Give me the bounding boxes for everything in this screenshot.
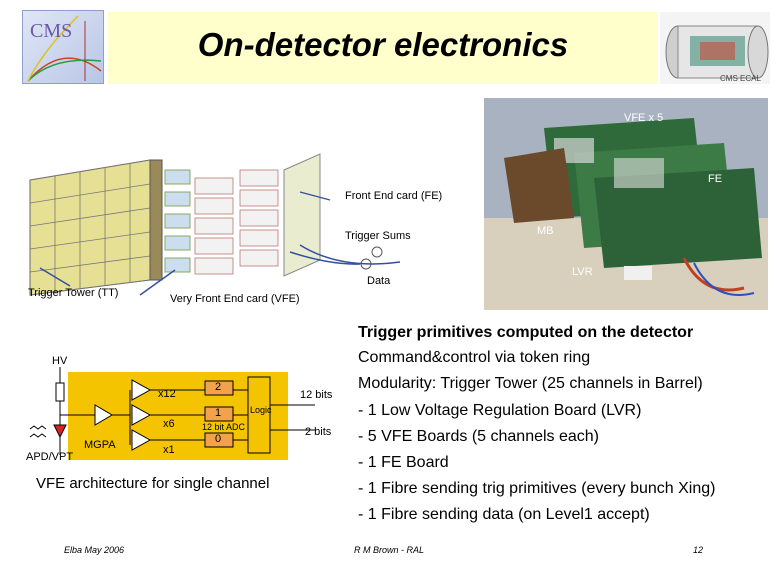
bits-2-label: 2 bits xyxy=(305,426,332,438)
electronics-photo xyxy=(484,98,768,310)
title-band xyxy=(108,12,658,84)
trigger-tower-diagram xyxy=(29,153,401,296)
ecal-label: CMS ECAL xyxy=(720,74,761,83)
cms-logo-graphic xyxy=(27,15,102,82)
panel-line: - 5 VFE Boards (5 channels each) xyxy=(358,428,600,445)
gain-x1-label: x1 xyxy=(163,444,175,456)
vfe-photo-label: VFE x 5 xyxy=(624,112,664,124)
page-title: On-detector electronics xyxy=(197,26,569,63)
gain-x6-label: x6 xyxy=(163,418,175,430)
vfe-architecture-diagram xyxy=(29,367,315,455)
apd-vpt-label: APD/VPT xyxy=(26,451,74,463)
vfe-caption: VFE architecture for single channel xyxy=(36,475,270,492)
hv-label: HV xyxy=(52,355,68,367)
panel-line: - 1 FE Board xyxy=(358,454,449,471)
cms-ecal-image xyxy=(660,12,770,84)
adc-register-0: 0 xyxy=(215,433,222,445)
cms-logo xyxy=(22,10,104,84)
bits-12-label: 12 bits xyxy=(300,389,333,401)
mgpa-label: MGPA xyxy=(84,439,116,451)
footer-left: Elba May 2006 xyxy=(64,545,125,555)
trigger-sums-label: Trigger Sums xyxy=(345,230,411,242)
adc-register-2: 2 xyxy=(215,381,222,393)
fe-photo-label: FE xyxy=(708,173,723,185)
panel-line: - 1 Fibre sending data (on Level1 accept… xyxy=(358,506,650,523)
cms-ecal-graphic xyxy=(665,25,769,79)
logic-label: Logic xyxy=(250,405,272,415)
panel-line: - 1 Low Voltage Regulation Board (LVR) xyxy=(358,402,642,419)
cms-logo-text: CMS xyxy=(30,20,73,42)
very-front-end-label: Very Front End card (VFE) xyxy=(170,293,300,305)
gain-x12-label: x12 xyxy=(158,388,176,400)
panel-line: Modularity: Trigger Tower (25 channels i… xyxy=(358,375,703,392)
panel-line: Command&control via token ring xyxy=(358,349,591,366)
data-label: Data xyxy=(367,275,391,287)
adc-label: 12 bit ADC xyxy=(202,422,246,432)
mb-photo-label: MB xyxy=(537,225,554,237)
electronics-photo-graphic xyxy=(484,98,768,310)
adc-register-1: 1 xyxy=(215,407,222,419)
trigger-tower-label: Trigger Tower (TT) xyxy=(28,287,119,299)
footer-center: R M Brown - RAL xyxy=(354,545,425,555)
panel-title: Trigger primitives computed on the detec… xyxy=(358,324,694,341)
front-end-card-label: Front End card (FE) xyxy=(345,190,443,202)
panel-line: - 1 Fibre sending trig primitives (every… xyxy=(358,480,716,497)
page-number: 12 xyxy=(693,545,704,555)
lvr-photo-label: LVR xyxy=(572,266,593,278)
